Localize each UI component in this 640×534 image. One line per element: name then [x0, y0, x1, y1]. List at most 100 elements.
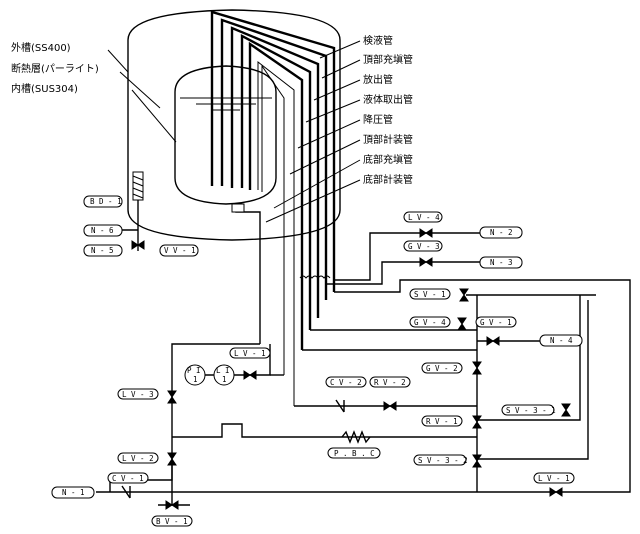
- tag-n4: N - 4: [539, 334, 583, 347]
- svg-text:P . B . C: P . B . C: [334, 449, 375, 458]
- valve-lv1-bottom: [549, 487, 563, 497]
- svg-text:L: L: [216, 366, 221, 375]
- tag-cv2: C V - 2: [325, 376, 367, 388]
- inner-tank: [174, 65, 277, 205]
- svg-text:I: I: [225, 366, 230, 375]
- svg-text:N - 6: N - 6: [91, 226, 114, 235]
- svg-text:R V - 1: R V - 1: [426, 417, 458, 426]
- svg-text:L V - 2: L V - 2: [122, 454, 154, 463]
- svg-text:V V - 1: V V - 1: [164, 246, 196, 255]
- tag-lv3: L V - 3: [117, 388, 159, 400]
- svg-text:L V - 4: L V - 4: [408, 213, 440, 222]
- valve-lv3: [167, 390, 177, 404]
- svg-text:N - 3: N - 3: [490, 258, 513, 267]
- valve-bv1: [158, 492, 190, 510]
- svg-text:B D - 1: B D - 1: [90, 197, 122, 206]
- svg-text:G V - 1: G V - 1: [480, 318, 512, 327]
- outer-tank: [127, 9, 341, 241]
- tag-rv2: R V - 2: [369, 376, 411, 388]
- tag-pills: B D - 1 N - 6 N - 5 V V - 1 L V - 4 G V …: [51, 195, 583, 527]
- tank-labels: 外槽(SS400) 断熱層(パーライト) 内槽(SUS304): [11, 41, 99, 95]
- inner-tank-label: 内槽(SUS304): [11, 82, 78, 95]
- tag-n3: N - 3: [479, 256, 523, 269]
- valve-gv4: [457, 317, 467, 331]
- svg-text:N - 4: N - 4: [550, 336, 573, 345]
- check-valve-cv1: [121, 485, 131, 499]
- svg-text:P: P: [187, 366, 192, 375]
- svg-text:C V - 2: C V - 2: [330, 378, 362, 387]
- tag-lv1-top: L V - 1: [229, 347, 271, 359]
- valves: [121, 228, 571, 510]
- tag-bd1: B D - 1: [83, 195, 123, 208]
- pipe-labels: 検液管 頂部充塡管 放出管 液体取出管 降圧管 頂部計装管 底部充塡管 底部計装…: [363, 34, 413, 186]
- valve-gv2: [472, 361, 482, 375]
- tag-cv1: C V - 1: [107, 472, 149, 484]
- tag-n6: N - 6: [83, 224, 123, 237]
- pipe-label-6: 頂部計装管: [363, 133, 413, 146]
- pipe-label-3: 放出管: [363, 73, 393, 86]
- tag-lv4: L V - 4: [403, 211, 443, 223]
- valve-lv4: [419, 228, 433, 238]
- tag-lv2: L V - 2: [117, 452, 159, 464]
- pipe-label-7: 底部充塡管: [363, 153, 413, 166]
- tag-bv1: B V - 1: [151, 515, 193, 527]
- tank-label-leaders: [107, 49, 177, 143]
- valve-sv31: [561, 403, 571, 417]
- valve-gv3: [419, 257, 433, 267]
- tag-gv4: G V - 4: [409, 316, 451, 328]
- valve-gv1: [486, 336, 500, 346]
- svg-text:B V - 1: B V - 1: [156, 517, 188, 526]
- pipe-label-2: 頂部充塡管: [363, 53, 413, 66]
- svg-text:C V - 1: C V - 1: [112, 474, 144, 483]
- svg-text:G V - 2: G V - 2: [426, 364, 458, 373]
- tag-gv2: G V - 2: [421, 362, 463, 374]
- tag-pbc: P . B . C: [327, 447, 381, 459]
- valve-sv1: [459, 288, 469, 302]
- gauge-pi1: P I 1: [184, 364, 206, 386]
- svg-text:S V - 3 - 1: S V - 3 - 1: [506, 406, 556, 415]
- tag-gv1: G V - 1: [475, 316, 517, 328]
- tag-n1: N - 1: [51, 486, 95, 499]
- svg-text:L V - 1: L V - 1: [538, 474, 570, 483]
- pipe-label-1: 検液管: [363, 34, 393, 47]
- tag-sv31: S V - 3 - 1: [501, 404, 556, 416]
- svg-text:L V - 1: L V - 1: [234, 349, 266, 358]
- svg-text:S V - 3 - 2: S V - 3 - 2: [418, 456, 468, 465]
- valve-rv1: [472, 415, 482, 429]
- svg-text:R V - 2: R V - 2: [374, 378, 406, 387]
- svg-text:S V - 1: S V - 1: [414, 290, 446, 299]
- outer-tank-label: 外槽(SS400): [11, 41, 71, 54]
- pipe-label-5: 降圧管: [363, 113, 393, 126]
- valve-vv1: [131, 240, 145, 250]
- breather-filter: [118, 171, 144, 251]
- tag-sv32: S V - 3 - 2: [413, 454, 468, 466]
- tag-lv1-bottom: L V - 1: [533, 472, 575, 484]
- svg-text:L V - 3: L V - 3: [122, 390, 154, 399]
- tag-sv1: S V - 1: [409, 288, 451, 300]
- svg-text:N - 5: N - 5: [91, 246, 114, 255]
- check-valve-cv2: [335, 399, 345, 413]
- svg-text:1: 1: [193, 375, 198, 384]
- tank-pipes: [210, 10, 336, 406]
- svg-text:G V - 4: G V - 4: [414, 318, 446, 327]
- tag-n5: N - 5: [83, 244, 123, 257]
- pipe-label-8: 底部計装管: [363, 173, 413, 186]
- svg-text:N - 1: N - 1: [62, 488, 85, 497]
- tag-gv3: G V - 3: [403, 240, 443, 252]
- pipe-label-leaders: [265, 40, 361, 223]
- pbc-coil: [341, 430, 371, 444]
- tag-n2: N - 2: [479, 226, 523, 239]
- tag-vv1: V V - 1: [159, 244, 199, 257]
- valve-rv2: [383, 401, 397, 411]
- valve-sv32: [472, 454, 482, 468]
- svg-text:G V - 3: G V - 3: [408, 242, 440, 251]
- insulation-label: 断熱層(パーライト): [11, 62, 99, 75]
- valve-lv1-top: [243, 370, 257, 380]
- tag-rv1: R V - 1: [421, 415, 463, 427]
- svg-text:1: 1: [222, 375, 227, 384]
- gauge-li1: L I 1: [213, 364, 235, 386]
- svg-text:N - 2: N - 2: [490, 228, 513, 237]
- pipe-label-4: 液体取出管: [363, 93, 413, 106]
- valve-lv2: [167, 452, 177, 466]
